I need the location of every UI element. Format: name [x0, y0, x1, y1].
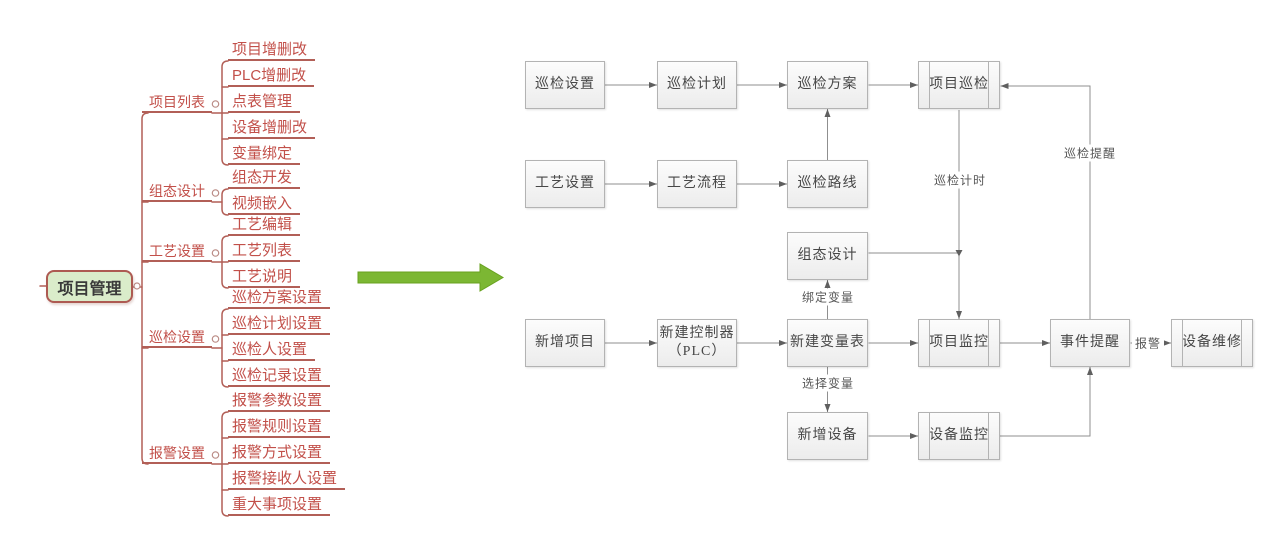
collapse-handle-root[interactable]: [133, 282, 141, 290]
mindmap-child-node: 工艺列表: [228, 241, 301, 262]
mindmap-child-node: 报警参数设置: [228, 391, 331, 412]
flow-node-config-design: 组态设计: [787, 232, 868, 280]
mindmap-connectors: [39, 60, 229, 517]
flow-node-label: 巡检计划: [667, 77, 727, 92]
flow-node-new-device: 新增设备: [787, 412, 868, 460]
mindmap-child-node: 重大事项设置: [228, 495, 331, 516]
mindmap-child-node: 变量绑定: [228, 144, 301, 165]
mindmap-branch-alarm-settings: 报警设置: [142, 445, 212, 464]
flow-node-label: 新增项目: [535, 335, 595, 350]
flow-node-label: 新增设备: [797, 428, 858, 443]
mindmap-child-node: 巡检记录设置: [228, 366, 331, 387]
flow-node-new-plc-controller: 新建控制器 （PLC）: [657, 319, 737, 367]
flow-node-label: 设备维修: [1182, 335, 1242, 350]
flow-node-label: 设备监控: [929, 428, 989, 443]
mindmap-child-node: 工艺编辑: [228, 215, 301, 236]
flow-node-inspection-settings: 巡检设置: [525, 61, 605, 109]
flow-node-label: 项目监控: [929, 335, 989, 350]
flow-node-project-inspection: 项目巡检: [918, 61, 1000, 109]
flow-node-label: 新建变量表: [790, 335, 865, 350]
edge-label-select-variable: 选择变量: [798, 374, 858, 392]
flow-node-label: 巡检方案: [797, 77, 858, 92]
mindmap-child-node: PLC增删改: [228, 66, 315, 87]
mindmap-child-node: 点表管理: [228, 92, 301, 113]
mindmap-child-node: 报警方式设置: [228, 443, 331, 464]
flow-node-process-settings: 工艺设置: [525, 160, 605, 208]
flow-node-label: 巡检路线: [797, 176, 858, 191]
mindmap-child-node: 设备增删改: [228, 118, 316, 139]
collapse-handle-alarm-settings[interactable]: [211, 451, 220, 459]
flow-node-label: （PLC）: [667, 344, 727, 359]
flow-connectors: [605, 82, 1171, 439]
mindmap-child-node: 工艺说明: [228, 267, 301, 288]
mindmap-branch-process-settings: 工艺设置: [142, 243, 212, 262]
mindmap-child-node: 组态开发: [228, 168, 301, 189]
edge-label-bind-variable: 绑定变量: [798, 288, 858, 306]
flow-node-label: 巡检设置: [535, 77, 595, 92]
collapse-handle-process-settings[interactable]: [211, 249, 220, 257]
edge-label-inspection-timing: 巡检计时: [930, 171, 990, 189]
collapse-handle-config-design[interactable]: [211, 189, 220, 197]
collapse-handle-inspection-settings[interactable]: [211, 335, 220, 343]
mindmap-child-node: 视频嵌入: [228, 194, 301, 215]
mindmap-child-node: 报警规则设置: [228, 417, 331, 438]
flow-node-label: 工艺流程: [667, 176, 727, 191]
flow-node-inspection-route: 巡检路线: [787, 160, 868, 208]
flow-node-label: 组态设计: [797, 248, 858, 263]
mindmap-child-node: 巡检计划设置: [228, 314, 331, 335]
junction-arrowhead: [955, 250, 963, 257]
flow-node-inspection-scheme: 巡检方案: [787, 61, 868, 109]
flow-node-label: 工艺设置: [535, 176, 595, 191]
edge-label-alarm: 报警: [1131, 334, 1165, 352]
mindmap-child-node: 巡检方案设置: [228, 288, 331, 309]
flow-node-label: 项目巡检: [929, 77, 989, 92]
flow-node-project-monitor: 项目监控: [918, 319, 1000, 367]
mindmap-child-node: 巡检人设置: [228, 340, 316, 361]
flow-node-process-flow: 工艺流程: [657, 160, 737, 208]
mindmap-branch-config-design: 组态设计: [142, 183, 212, 202]
flow-node-inspection-plan: 巡检计划: [657, 61, 737, 109]
flow-node-label: 新建控制器: [659, 326, 735, 341]
mindmap-child-node: 项目增删改: [228, 40, 316, 61]
flow-node-new-project: 新增项目: [525, 319, 605, 367]
transform-arrow: [357, 263, 504, 292]
collapse-handle-project-list[interactable]: [211, 100, 220, 108]
flow-node-label: 事件提醒: [1060, 335, 1120, 350]
flow-node-event-reminder: 事件提醒: [1050, 319, 1130, 367]
mindmap-branch-project-list: 项目列表: [142, 94, 212, 113]
mindmap-branch-inspection-settings: 巡检设置: [142, 329, 212, 348]
mindmap-child-node: 报警接收人设置: [228, 469, 346, 490]
edge-label-inspection-reminder: 巡检提醒: [1060, 144, 1120, 162]
flow-node-device-repair: 设备维修: [1171, 319, 1253, 367]
flow-node-device-monitor: 设备监控: [918, 412, 1000, 460]
mindmap-root: 项目管理: [46, 270, 133, 303]
flow-node-new-variable-table: 新建变量表: [787, 319, 868, 367]
